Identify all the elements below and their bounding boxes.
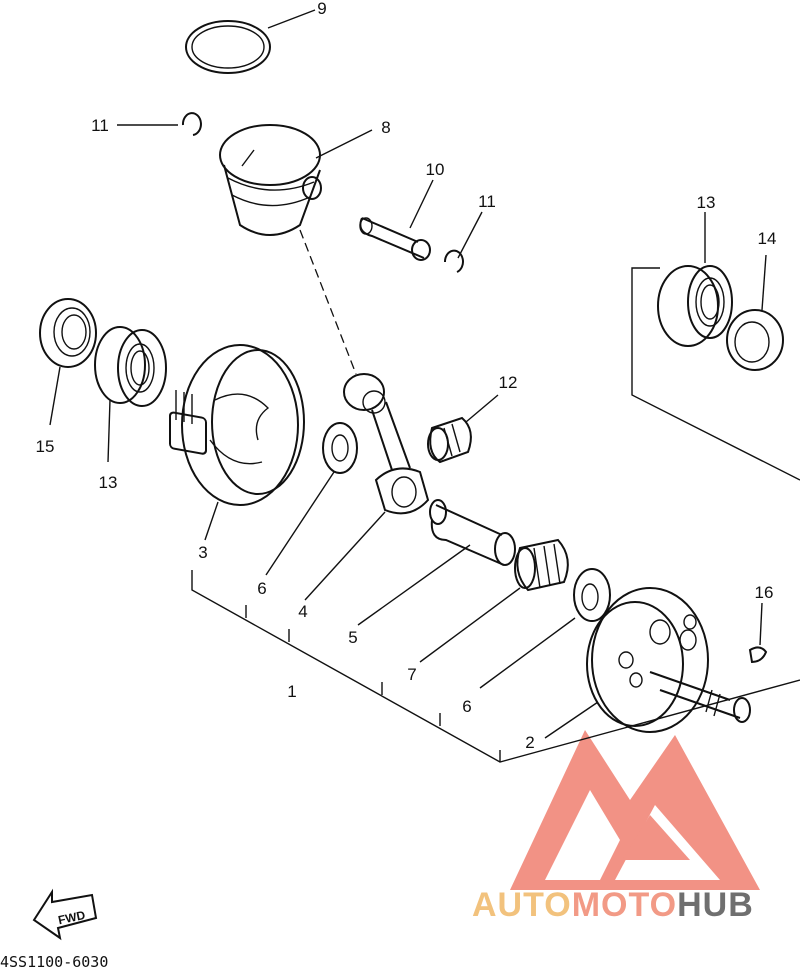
crank-wheel-right — [544, 587, 751, 739]
callout-6: 6 — [257, 579, 266, 598]
callout-9: 9 — [317, 0, 326, 18]
callout-13: 13 — [99, 473, 118, 492]
assembly-bracket-right — [631, 267, 800, 481]
big-end-bearing — [419, 538, 569, 663]
callout-2: 2 — [525, 733, 534, 752]
circlip-right — [443, 211, 483, 273]
callout-6: 6 — [462, 697, 471, 716]
watermark-moto: MOTO — [571, 886, 678, 924]
bearing-right — [657, 212, 733, 347]
watermark-hub: HUB — [677, 886, 754, 924]
thrust-washer-right — [479, 568, 611, 689]
callout-13: 13 — [697, 193, 716, 212]
fwd-label: FWD — [57, 908, 87, 927]
connecting-rod — [304, 373, 430, 601]
oil-seal-right — [726, 254, 784, 371]
callout-11: 11 — [91, 116, 109, 135]
assembly-line-piston — [299, 229, 357, 375]
crank-pin — [357, 499, 516, 626]
piston-ring — [185, 9, 316, 74]
crank-wheel-left — [169, 344, 305, 541]
callout-12: 12 — [499, 373, 518, 392]
watermark-auto: AUTO — [472, 886, 572, 924]
callout-16: 16 — [755, 583, 774, 602]
bearing-left — [94, 326, 167, 463]
woodruff-key — [748, 602, 768, 664]
piston — [219, 124, 373, 236]
callout-14: 14 — [758, 229, 777, 248]
small-end-bearing — [427, 394, 499, 464]
callout-1: 1 — [287, 682, 296, 701]
diagram-code: 4SS1100-6030 — [0, 953, 109, 971]
callout-11: 11 — [478, 192, 496, 211]
callout-10: 10 — [426, 160, 445, 179]
callout-3: 3 — [198, 543, 207, 562]
callout-7: 7 — [407, 665, 416, 684]
fwd-arrow-icon: FWD — [32, 888, 98, 941]
callout-8: 8 — [381, 118, 390, 137]
watermark-logo — [510, 730, 760, 890]
assembly-bracket-crankshaft — [191, 570, 800, 763]
piston-pin — [359, 179, 434, 261]
callout-5: 5 — [348, 628, 357, 647]
callout-15: 15 — [36, 437, 55, 456]
thrust-washer-left — [265, 422, 358, 576]
watermark-brand: AUTOMOTOHUB — [472, 886, 754, 925]
oil-seal-left — [39, 298, 97, 426]
circlip-left — [117, 112, 202, 136]
callout-4: 4 — [298, 602, 307, 621]
